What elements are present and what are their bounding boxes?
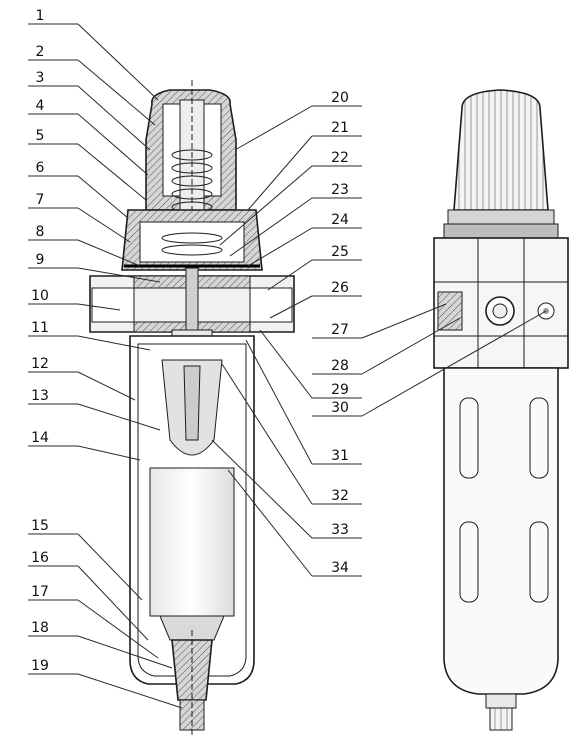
- inlet-port: [91, 287, 135, 323]
- exterior-inlet-port: [437, 291, 463, 331]
- callout-leader: [77, 267, 161, 283]
- callout-number: 18: [31, 620, 49, 636]
- callout-leader: [229, 197, 313, 257]
- callout-leader: [245, 339, 313, 465]
- callout-number: 7: [36, 192, 45, 208]
- callout-number: 14: [31, 430, 49, 446]
- callout-leader: [77, 207, 131, 243]
- callout-leader: [259, 329, 313, 399]
- callout-leader: [361, 310, 547, 417]
- callout-number: 21: [331, 120, 349, 136]
- callout-leader: [77, 635, 173, 669]
- filter-element: [149, 467, 235, 617]
- callout-leader: [77, 175, 129, 219]
- callout-leader: [361, 303, 447, 339]
- callout-number: 29: [331, 382, 349, 398]
- exterior-drain: [485, 693, 517, 709]
- callout-leader: [77, 239, 141, 267]
- callout-number: 3: [36, 70, 45, 86]
- callout-number: 12: [31, 356, 49, 372]
- callout-number: 9: [36, 252, 45, 268]
- callout-number: 10: [31, 288, 49, 304]
- callout-number: 11: [31, 320, 49, 336]
- sectional-view: [89, 80, 295, 735]
- callout-leader: [219, 165, 313, 246]
- callout-leader: [77, 533, 143, 601]
- callout-leader: [77, 371, 136, 401]
- callout-number: 28: [331, 358, 349, 374]
- callout-number: 16: [31, 550, 49, 566]
- callout-leader: [247, 135, 313, 211]
- callout-leader: [211, 439, 313, 539]
- callout-number: 22: [331, 150, 349, 166]
- callout-number: 2: [36, 44, 45, 60]
- callout-number: 4: [36, 98, 45, 114]
- callout-number: 26: [331, 280, 349, 296]
- sight-window-2: [529, 397, 549, 479]
- sight-window-4: [529, 521, 549, 603]
- callout-number: 25: [331, 244, 349, 260]
- callouts: 1234567891011121314151617181920212223242…: [28, 8, 547, 709]
- callout-leader: [77, 673, 183, 709]
- callout-leader: [77, 403, 161, 431]
- callout-leader: [234, 105, 313, 151]
- callout-number: 13: [31, 388, 49, 404]
- callout-leader: [77, 565, 149, 641]
- baffle: [159, 615, 225, 641]
- callout-number: 6: [36, 160, 45, 176]
- callout-leader: [77, 445, 141, 461]
- exterior-ring: [443, 223, 559, 239]
- range-spring: [161, 232, 223, 256]
- callout-number: 8: [36, 224, 45, 240]
- callout-number: 1: [36, 8, 45, 24]
- callout-leader: [77, 335, 151, 351]
- callout-leader: [267, 259, 313, 291]
- callout-leader: [77, 143, 147, 201]
- callout-leader: [77, 85, 151, 151]
- callout-number: 33: [331, 522, 349, 538]
- callout-leader: [247, 227, 313, 267]
- callout-number: 17: [31, 584, 49, 600]
- callout-number: 19: [31, 658, 49, 674]
- callout-number: 32: [331, 488, 349, 504]
- exterior-collar: [447, 209, 555, 225]
- callout-number: 23: [331, 182, 349, 198]
- callout-leader: [77, 59, 156, 126]
- callout-leader: [221, 363, 313, 505]
- callout-number: 34: [331, 560, 349, 576]
- valve-stem: [185, 267, 199, 339]
- exterior-view: [433, 89, 569, 731]
- sight-window-3: [459, 521, 479, 603]
- callout-number: 31: [331, 448, 349, 464]
- sight-window-1: [459, 397, 479, 479]
- callout-number: 24: [331, 212, 349, 228]
- exterior-knob: [453, 89, 549, 211]
- callout-leader: [361, 317, 461, 375]
- callout-number: 5: [36, 128, 45, 144]
- callout-leader: [77, 599, 159, 659]
- callout-leader: [77, 23, 159, 101]
- callout-number: 20: [331, 90, 349, 106]
- callout-leader: [77, 303, 121, 311]
- upper-spring: [171, 149, 213, 213]
- callout-leader: [77, 113, 149, 176]
- callout-number: 15: [31, 518, 49, 534]
- callout-leader: [269, 295, 313, 319]
- outlet-port: [249, 287, 293, 323]
- callout-leader: [227, 469, 313, 577]
- exterior-bowl-guard: [443, 367, 559, 695]
- callout-number: 30: [331, 400, 349, 416]
- callout-number: 27: [331, 322, 349, 338]
